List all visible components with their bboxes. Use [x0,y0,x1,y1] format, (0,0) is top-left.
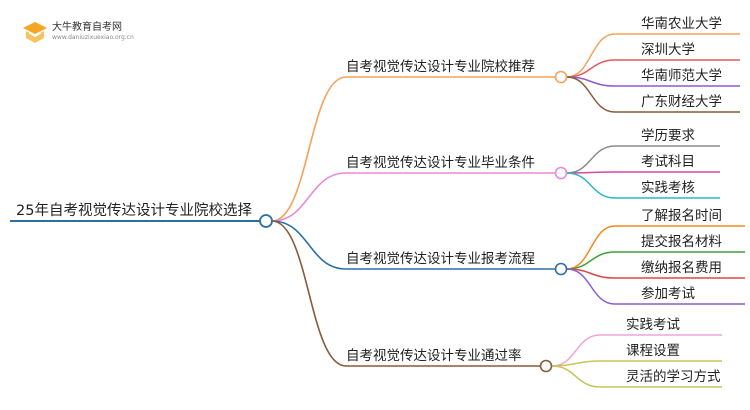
branch-2-connector [271,172,347,222]
branch-4-node[interactable] [539,359,553,373]
branch-1-leaf-2-label: 深圳大学 [641,42,695,58]
brand-logo: 大牛教育自考网 www.daniuzixuexiao.org.cn [20,18,140,46]
logo-url: www.daniuzixuexiao.org.cn [52,34,134,41]
branch-4-leaf-2-label: 课程设置 [626,343,680,359]
branch-2-leaf-1-connector [566,145,616,174]
branch-1-leaf-1-label: 华南农业大学 [641,16,722,32]
branch-4-leaf-1-label: 实践考试 [626,317,680,333]
branch-2-leaf-1-label: 学历要求 [641,128,695,144]
branch-3-leaf-2-label: 提交报名材料 [641,233,722,250]
logo-title: 大牛教育自考网 [52,22,122,33]
branch-3-leaf-1-label: 了解报名时间 [641,208,722,224]
branch-1-connector [271,76,347,222]
branch-4-leaf-2-connector [551,360,601,367]
branch-2-node[interactable] [554,166,568,180]
branch-2-leaf-3-connector [566,172,616,199]
branch-4-leaf-3-label: 灵活的学习方式 [626,369,721,385]
branch-3-node[interactable] [554,262,568,276]
branch-3-connector [271,220,347,270]
branch-3-leaf-3-label: 缴纳报名费用 [641,260,722,276]
branch-3-label: 自考视觉传达设计专业报考流程 [346,251,535,267]
root-label: 25年自考视觉传达设计专业院校选择 [16,202,252,219]
branch-1-node[interactable] [554,70,568,84]
branch-1-label: 自考视觉传达设计专业院校推荐 [346,58,535,75]
branch-2-leaf-2-label: 考试科目 [641,154,695,170]
branch-3-leaf-1-connector [566,225,616,270]
branch-1-leaf-4-connector [566,76,616,113]
branch-3-leaf-4-label: 参加考试 [641,285,695,302]
branch-4-connector [271,220,347,367]
branch-3-leaf-4-connector [566,268,616,305]
branch-2-leaf-3-label: 实践考核 [641,180,695,196]
branch-2-label: 自考视觉传达设计专业毕业条件 [346,154,535,171]
branch-4-leaf-3-connector [551,365,601,388]
branch-1-leaf-1-connector [566,33,616,78]
branch-4-label: 自考视觉传达设计专业通过率 [346,347,522,364]
branch-1-leaf-3-label: 华南师范大学 [641,68,722,84]
root-node[interactable] [259,214,273,228]
branch-1-leaf-4-label: 广东财经大学 [641,94,722,110]
branch-3-leaf-2-connector [566,251,616,270]
book-logo-icon [23,22,47,43]
branch-1-leaf-2-connector [566,59,616,78]
